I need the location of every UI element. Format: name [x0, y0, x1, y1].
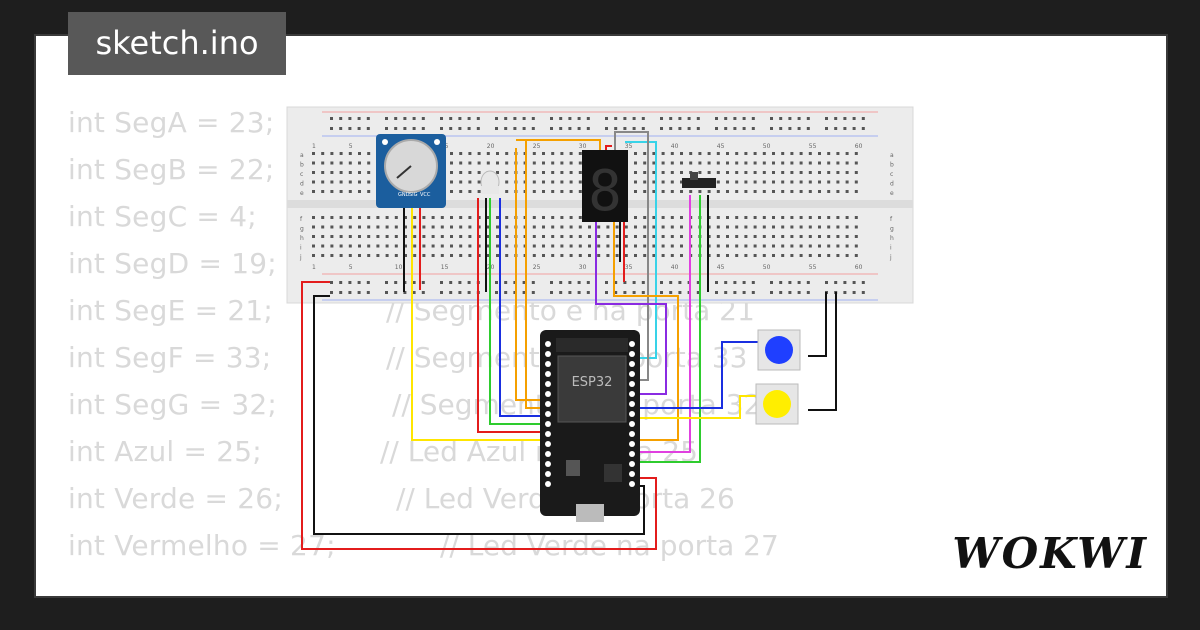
breadboard-row-label: f [890, 216, 893, 223]
breadboard-number: 15 [441, 264, 449, 271]
wires [301, 131, 837, 550]
code-line: int SegB = 22; [68, 153, 275, 186]
breadboard-row-label: d [300, 181, 304, 188]
breadboard-number: 1 [312, 264, 316, 271]
breadboard-row-label: e [300, 190, 304, 197]
breadboard-row-label: f [300, 216, 303, 223]
breadboard-number: 60 [855, 143, 863, 150]
breadboard-number: 25 [533, 143, 541, 150]
wire-red-seg [605, 145, 612, 150]
wire-gray [614, 131, 649, 381]
blue-push-button[interactable] [757, 329, 801, 371]
breadboard-number: 60 [855, 264, 863, 271]
wire-red-led [477, 198, 548, 433]
breadboard-row-label: g [300, 226, 304, 233]
yellow-push-button[interactable] [755, 383, 799, 425]
breadboard-row-label: a [300, 152, 304, 159]
breadboard-number: 5 [349, 143, 353, 150]
wire-black-btn2 [808, 292, 837, 411]
code-line: int SegC = 4; [68, 200, 257, 233]
code-comment: // Segmento g na porta 32 [392, 388, 762, 421]
wire-green-switch [632, 195, 701, 463]
code-line: int SegF = 33; [68, 341, 272, 374]
breadboard-row-label: b [300, 162, 304, 169]
breadboard-number: 40 [671, 143, 679, 150]
breadboard-row-label: j [889, 254, 892, 261]
breadboard-number: 10 [395, 264, 403, 271]
breadboard-row-label: g [890, 226, 894, 233]
breadboard-row-label: j [299, 254, 302, 261]
breadboard-number: 45 [717, 143, 725, 150]
esp32-board[interactable]: ESP32 [540, 330, 640, 522]
code-line: int SegE = 21; [68, 294, 273, 327]
wire-black-btn1 [808, 292, 827, 357]
svg-text:8: 8 [588, 159, 622, 224]
wire-magenta [632, 195, 691, 453]
svg-text:ESP32: ESP32 [572, 375, 613, 390]
breadboard-number: 55 [809, 264, 817, 271]
breadboard-number: 25 [533, 264, 541, 271]
breadboard-row-label: d [890, 181, 894, 188]
breadboard-number: 50 [763, 264, 771, 271]
breadboard-row-label: i [890, 245, 892, 252]
breadboard-number: 30 [579, 264, 587, 271]
code-line: int SegA = 23; [68, 106, 275, 139]
code-line: int Vermelho = 27; [68, 529, 336, 562]
code-line: int Verde = 26; [68, 482, 283, 515]
breadboard-number: 55 [809, 143, 817, 150]
wire-orange-seg [613, 222, 679, 441]
wire-orange-3 [516, 139, 601, 150]
breadboard-number: 1 [312, 143, 316, 150]
breadboard-row-label: h [890, 235, 894, 242]
breadboard-row-label: h [300, 235, 304, 242]
breadboard-number: 45 [717, 264, 725, 271]
wire-yellow-pot [411, 198, 548, 441]
breadboard-number: 20 [487, 143, 495, 150]
wire-green-led [489, 198, 548, 425]
file-title-tab[interactable]: sketch.ino [68, 12, 286, 75]
wire-blue-btn [632, 341, 760, 409]
breadboard-row-label: c [890, 171, 893, 178]
breadboard-number: 35 [625, 264, 633, 271]
breadboard-number: 30 [579, 143, 587, 150]
wokwi-logo: WOKWI [952, 529, 1148, 578]
breadboard-row-label: e [890, 190, 894, 197]
code-line: int SegG = 32; [68, 388, 277, 421]
seven-segment-display[interactable]: 8 [582, 150, 628, 224]
wire-yellow-btn [632, 395, 756, 419]
breadboard-number: 40 [671, 264, 679, 271]
code-line: int Azul = 25; [68, 435, 262, 468]
breadboard-number: 50 [763, 143, 771, 150]
wire-black-long [313, 295, 645, 535]
breadboard-row-label: i [300, 245, 302, 252]
breadboard-row-label: a [890, 152, 894, 159]
wire-blue-led [499, 198, 548, 417]
wire-purple [595, 222, 667, 395]
wire-red-long [301, 281, 657, 550]
code-line: int SegD = 19; [68, 247, 277, 280]
breadboard-number: 35 [625, 143, 633, 150]
slide-switch[interactable] [682, 172, 716, 188]
wire-orange-1 [515, 148, 548, 401]
breadboard-row-label: c [300, 171, 303, 178]
rgb-led[interactable] [480, 170, 500, 194]
breadboard-row-label: b [890, 162, 894, 169]
wire-cyan [625, 141, 657, 359]
breadboard-number: 5 [349, 264, 353, 271]
